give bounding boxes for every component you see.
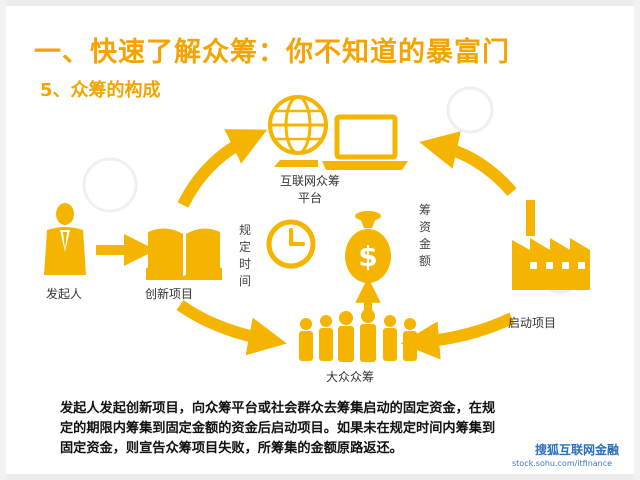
watermark-brand: 搜狐互联网金融 [535, 443, 620, 457]
description-line: 定的期限内筹集到固定金额的资金后启动项目。如果未在规定时间内筹集到 [60, 421, 496, 436]
funds-label: 筹资金额 [418, 203, 431, 268]
slide-frame-bottom [0, 474, 640, 480]
description: 发起人发起创新项目，向众筹平台或社会群众去筹集启动的固定资金，在规 定的期限内筹… [60, 399, 600, 459]
book-icon [146, 228, 222, 280]
slide-title: 一、快速了解众筹：你不知道的暴富门 [34, 37, 510, 68]
arrow-project-to-crowd [176, 300, 287, 356]
factory-icon [512, 200, 590, 290]
project-label: 创新项目 [145, 287, 194, 301]
svg-text:$: $ [358, 240, 377, 273]
launch-label: 启动项目 [508, 316, 557, 330]
watermark-url: stock.sohu.com/itfinance [512, 459, 613, 468]
slide-frame-right [634, 0, 640, 480]
crowd-label: 大众众筹 [325, 370, 374, 384]
money-bag-icon: $ [345, 211, 391, 283]
laptop-globe-icon [268, 95, 408, 170]
clock-icon [266, 219, 316, 269]
slide-frame-top [0, 0, 640, 6]
person-icon [44, 203, 86, 275]
arrow-project-to-platform [177, 129, 268, 208]
platform-label-line2: 平台 [297, 191, 322, 205]
description-line: 固定资金，则宣告众筹项目失败，所筹集的金额原路返还。 [60, 441, 403, 456]
description-line: 发起人发起创新项目，向众筹平台或社会群众去筹集启动的固定资金，在规 [60, 401, 496, 416]
crowd-icon [299, 309, 417, 362]
sponsor-label: 发起人 [46, 287, 83, 301]
arrow-launch-to-crowd [400, 312, 515, 360]
platform-label-line1: 互联网众筹 [279, 174, 340, 188]
time-label: 规定时间 [238, 223, 251, 288]
slide-subtitle: 5、众筹的构成 [40, 80, 161, 101]
arrow-factory-to-platform [419, 131, 517, 196]
slide-frame-left [0, 0, 6, 480]
